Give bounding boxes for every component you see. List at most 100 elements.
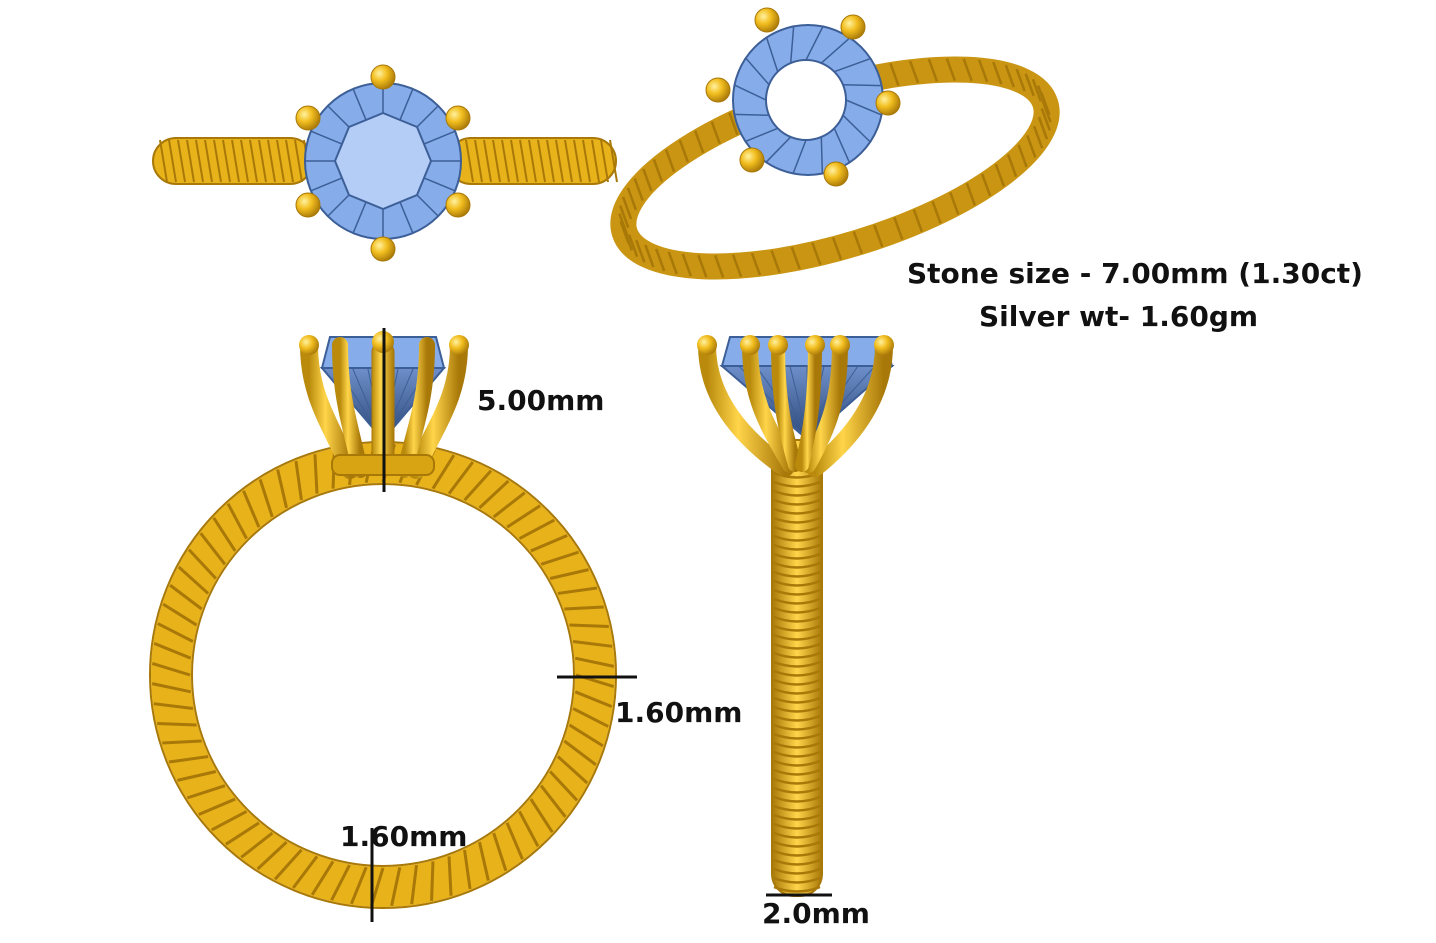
stone-facet-line [734,113,770,117]
shank-ridge [773,615,821,623]
band-ridge [569,623,609,628]
band-ridge [1032,125,1044,149]
band-ridge [177,770,217,782]
band-ridge [177,139,186,183]
band-ridge [240,831,274,859]
prong-ball [739,147,765,173]
shank-ridge [773,642,821,650]
band-ridge [574,690,613,708]
band-ridge [187,548,217,580]
shank-ridge [773,660,821,668]
stone-facet-line [842,114,871,143]
shank-ridge [773,552,821,560]
band-ridge [506,504,541,529]
shank-ridge [773,678,821,686]
band-ridge [977,59,989,83]
band-ridge [564,605,604,611]
shank-ridge [773,597,821,605]
band-ridge [731,254,743,278]
band-ridge [256,841,288,871]
band-ridge [770,250,781,273]
band-ridge [294,139,303,183]
band-ridge [697,254,708,278]
shank-ridge [773,498,821,506]
ring-perspective-icon [610,7,1060,280]
band-ridge [492,491,526,519]
band-ridge [912,209,924,233]
persp-band-ridges [618,58,1052,278]
band-ridge [212,517,237,552]
band-ridge [618,213,629,237]
band-ridge [681,253,693,277]
band-ridge [313,454,319,494]
band-ridge [642,168,653,192]
shank-ridge [773,822,821,830]
band-ridge [790,246,801,270]
band-ridge [1031,78,1043,102]
prong-ball [370,236,396,262]
band-ridge [159,139,168,183]
band-ridge [556,755,589,785]
front-prong-tip [449,335,469,355]
shank-ridge [773,633,821,641]
band-ridge [549,568,589,580]
band-ridge [1017,144,1028,168]
band-ridge [1015,68,1026,92]
band-ridge [908,60,920,84]
band-ridge [962,58,973,82]
shank-ridge [773,606,821,614]
prong-ball [445,105,471,131]
stone-facet-line [842,83,882,87]
band-ridge [626,187,638,211]
band-ridge [568,723,604,748]
band-ridge [621,196,633,220]
shank-ridge [773,723,821,731]
band-ridge [600,139,609,183]
side-shank-ridges [773,444,821,893]
band-ridge [447,461,474,495]
band-ridge [546,139,555,183]
ring-front-icon [149,328,637,922]
band-ridge [1024,73,1035,97]
band-ridge [931,200,942,224]
silver-weight-spec: Silver wt- 1.60gm [979,300,1259,333]
band-ridge [478,479,510,509]
side-prong-tip [805,335,825,355]
band-ridge [574,656,615,668]
band-ridge [465,139,474,183]
shank-ridge [773,867,821,875]
band-ridge [157,722,197,727]
band-ridge [157,622,194,643]
side-prong-tip [697,335,717,355]
prong-ball [705,77,731,103]
band-ridge [162,739,202,745]
shank-ridge [773,777,821,785]
shank-ridge [773,750,821,758]
band-ridge [267,139,276,183]
band-ridge [501,139,510,183]
persp-stone-culet [765,59,847,141]
band-ridge [609,139,618,183]
shank-ridge [773,813,821,821]
band-ridge [529,798,554,833]
band-ridge [258,478,274,518]
band-ridge [186,784,226,800]
band-ridge [949,192,960,215]
band-ridge [225,821,260,846]
band-ridge [965,182,977,206]
band-ridge [177,565,210,595]
shank-ridge [773,759,821,767]
band-ridge [285,139,294,183]
prong-ball [295,105,321,131]
band-ridge [1006,154,1018,178]
band-ridge [678,139,690,163]
band-ridge [151,662,191,677]
band-ridge [537,139,546,183]
stone-facet-line [789,26,795,64]
band-ridge [292,855,319,889]
prong-height-label: 5.00mm [477,384,605,417]
band-ridge [199,532,227,566]
prong-ball [875,90,901,116]
